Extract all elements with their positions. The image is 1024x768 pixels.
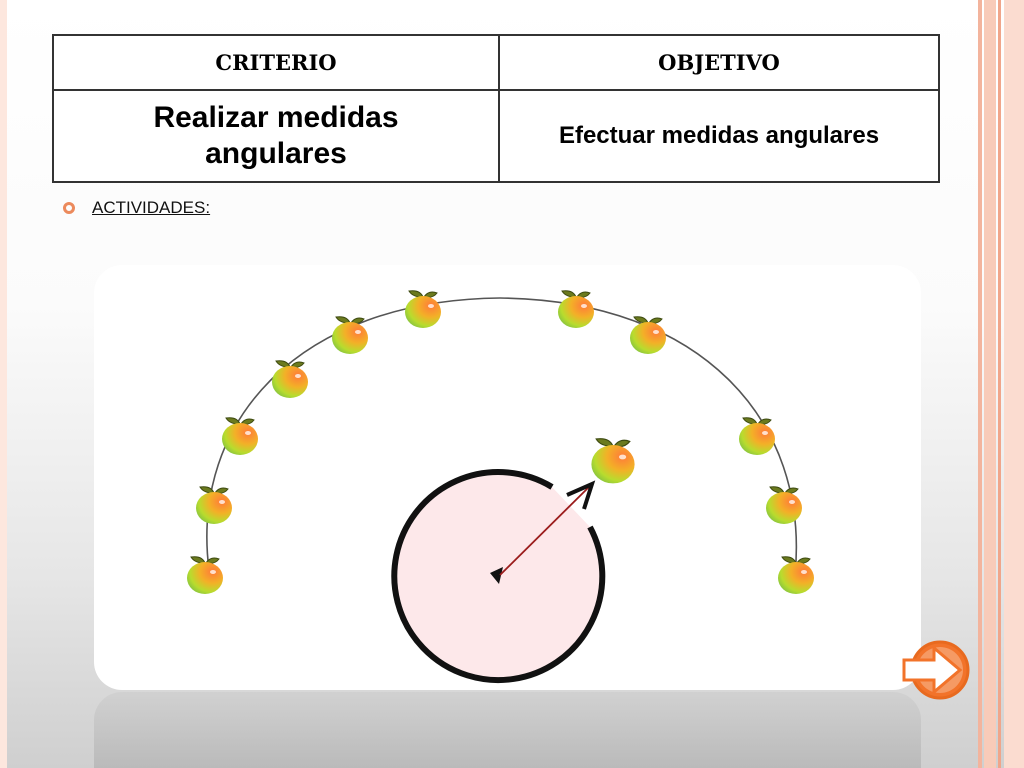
right-decor-stripe [1004,0,1024,768]
apple-icon[interactable] [590,438,636,484]
apple-icon [404,290,442,329]
header-objetivo: OBJETIVO [498,34,940,91]
right-decor-stripe [978,0,982,768]
apple-icon [629,316,667,355]
needle-arrowhead [566,480,596,510]
cell-criterio: Realizar medidas angulares [52,89,500,183]
activities-label: ACTIVIDADES: [92,198,211,217]
apple-icon [271,360,309,399]
apple-icon [557,290,595,329]
bullet-icon [63,202,75,214]
arrow-right-icon [902,640,970,700]
cell-criterio-text: Realizar medidas angulares [153,101,399,170]
apple-icon [738,417,776,456]
cell-objetivo: Efectuar medidas angulares [498,89,940,183]
apple-icon [765,486,803,525]
angle-needle [499,483,593,576]
next-arrow-button[interactable] [902,640,974,700]
left-decor-stripe [0,0,7,768]
apple-icon [195,486,233,525]
right-decor-stripe [984,0,996,768]
pivot-marker [490,567,503,584]
criteria-table: CRITERIO OBJETIVO Realizar medidas angul… [52,34,940,183]
right-decor-stripe [998,0,1001,768]
apple-icon [777,556,815,595]
apple-icon [186,556,224,595]
header-criterio: CRITERIO [52,34,500,91]
apple-icon [221,417,259,456]
panel-reflection [94,692,921,768]
